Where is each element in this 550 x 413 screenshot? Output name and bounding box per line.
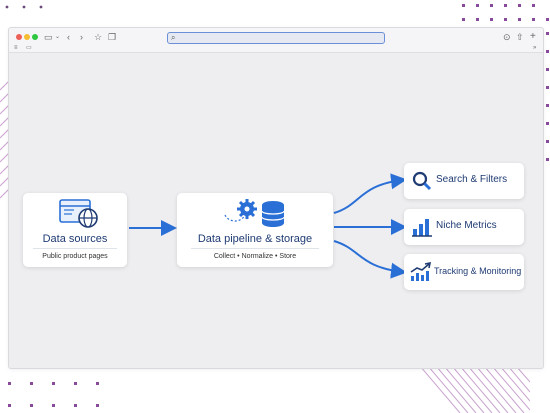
maximize-window-button[interactable] — [32, 34, 38, 40]
forward-arrow-icon[interactable]: › — [80, 32, 83, 42]
share-icon[interactable]: ⇧ — [516, 32, 524, 42]
browser-globe-icon — [59, 199, 98, 228]
menu-icon[interactable]: ≡ — [14, 45, 18, 51]
overflow-icon[interactable]: » — [533, 45, 537, 51]
address-bar[interactable]: ⌕ — [167, 32, 385, 44]
data-sources-card: Data sources Public product pages — [23, 193, 127, 267]
gear-database-icon — [224, 199, 285, 227]
bar-chart-icon — [412, 219, 432, 237]
data-sources-subtitle: Public product pages — [42, 253, 108, 260]
magnifier-icon — [412, 171, 432, 191]
search-icon: ⌕ — [171, 33, 176, 42]
browser-window: ▭ ⌄ ‹ › ☆ ❐ ⌕ ⊙ ⇧ + ≡ ▭ » — [8, 27, 544, 369]
back-arrow-icon[interactable]: ‹ — [67, 32, 70, 42]
tabs-overview-icon[interactable]: ❐ — [108, 32, 117, 42]
search-filters-label: Search & Filters — [436, 174, 508, 185]
decorative-dots — [462, 4, 549, 161]
star-icon[interactable]: ☆ — [94, 32, 103, 42]
chevron-down-icon[interactable]: ⌄ — [55, 34, 61, 40]
decorative-dots — [5, 5, 43, 9]
connector-arrows — [129, 173, 407, 279]
niche-metrics-card: Niche Metrics — [404, 209, 524, 245]
tracking-monitoring-card: Tracking & Monitoring — [404, 254, 524, 290]
decorative-dots — [8, 382, 99, 407]
arrow-pipeline-to-search — [333, 173, 407, 214]
niche-metrics-label: Niche Metrics — [436, 220, 497, 231]
new-tab-icon[interactable]: + — [530, 31, 536, 42]
trend-chart-icon — [410, 262, 432, 281]
sidebar-toggle-icon[interactable]: ▭ — [44, 32, 53, 42]
divider — [33, 248, 117, 249]
search-filters-card: Search & Filters — [404, 163, 524, 199]
tracking-monitoring-label: Tracking & Monitoring — [434, 266, 522, 276]
minimize-window-button[interactable] — [24, 34, 30, 40]
decorative-hatching — [420, 366, 530, 413]
pipeline-title: Data pipeline & storage — [197, 233, 313, 245]
pipeline-card: Data pipeline & storage Collect • Normal… — [177, 193, 333, 267]
arrow-pipeline-to-tracking — [333, 240, 407, 279]
diagram-area: Data sources Public product pages — [9, 53, 543, 368]
folder-icon[interactable]: ▭ — [26, 45, 32, 51]
data-sources-title: Data sources — [42, 233, 108, 245]
divider — [191, 248, 319, 249]
download-icon[interactable]: ⊙ — [503, 32, 511, 42]
browser-toolbar: ▭ ⌄ ‹ › ☆ ❐ ⌕ ⊙ ⇧ + ≡ ▭ » — [9, 28, 543, 53]
pipeline-steps: Collect • Normalize • Store — [213, 253, 297, 260]
close-window-button[interactable] — [16, 34, 22, 40]
